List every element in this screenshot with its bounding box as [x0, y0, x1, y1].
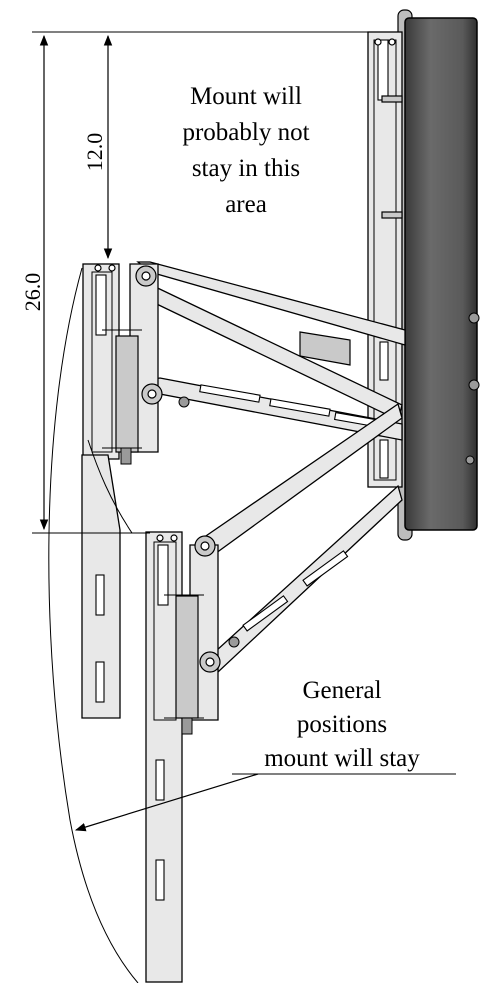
restricted-note-line-2: probably not [182, 119, 309, 146]
dimension-upper-label: 12.0 [82, 133, 107, 172]
swing-arc [48, 267, 139, 983]
arrow-icon [74, 773, 259, 832]
general-note-line-1: General [302, 677, 381, 704]
general-positions-note: General positions mount will stay [74, 677, 456, 832]
general-note-line-2: positions [297, 711, 387, 738]
tv-panel [397, 9, 480, 541]
wall-rail [81, 454, 121, 719]
general-note-line-3: mount will stay [264, 745, 420, 772]
dimension-upper: 12.0 [82, 34, 113, 260]
restricted-note-line-1: Mount will [190, 83, 302, 110]
lower-arm-assembly [145, 402, 403, 983]
dimension-total-label: 26.0 [20, 273, 45, 312]
restricted-note-line-3: stay in this [192, 155, 300, 182]
dimension-total: 26.0 [20, 31, 370, 534]
restricted-area-note: Mount will probably not stay in this are… [182, 83, 309, 218]
upper-arm-assembly [82, 261, 406, 465]
restricted-note-line-4: area [225, 191, 267, 218]
